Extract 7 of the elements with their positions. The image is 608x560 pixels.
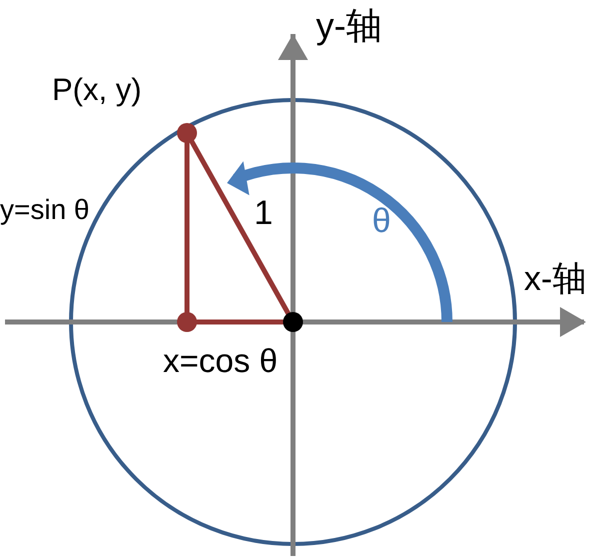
axis-label: y-轴 bbox=[316, 8, 382, 44]
axis-label: x-轴 bbox=[524, 262, 586, 296]
length-label: 1 bbox=[254, 196, 273, 230]
formula-label: x=cos θ bbox=[163, 344, 278, 377]
formula-label: y=sin θ bbox=[0, 196, 90, 224]
point-label: P(x, y) bbox=[52, 74, 142, 105]
angle-label: θ bbox=[372, 204, 391, 238]
